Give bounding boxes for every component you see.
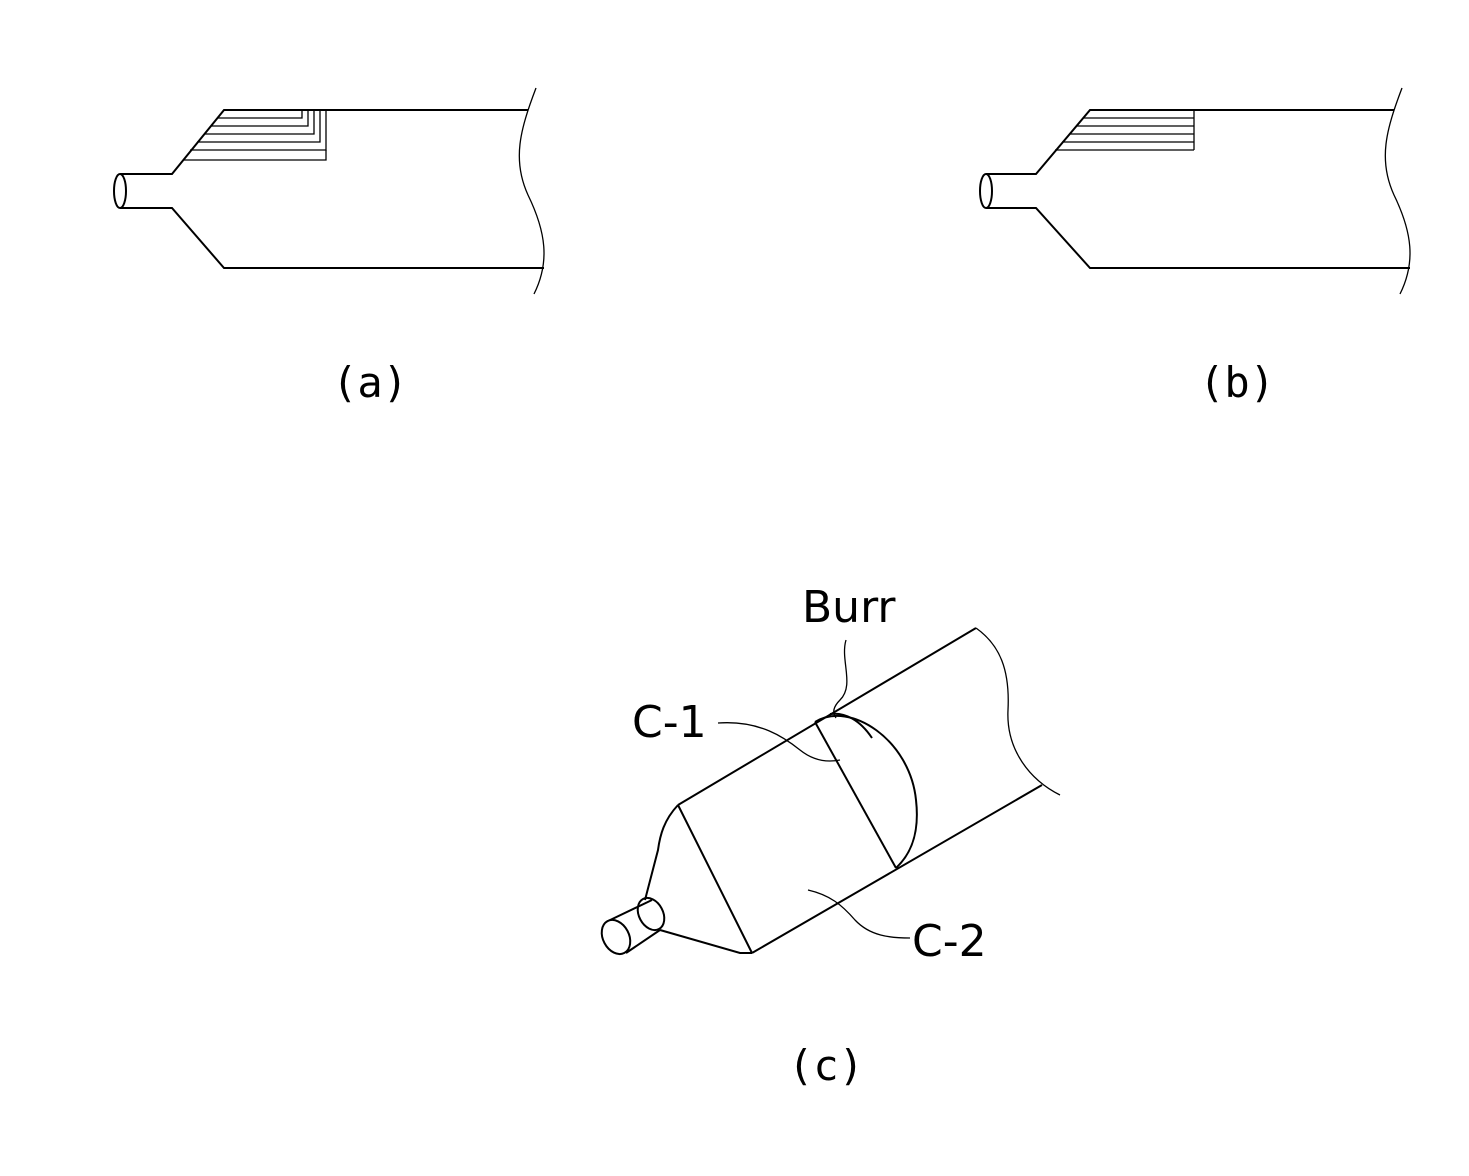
figure-b-break-line bbox=[1385, 88, 1410, 294]
figure-c-section-line bbox=[815, 722, 896, 868]
figure-c-caption: (c) bbox=[788, 1041, 864, 1090]
figure-a-shank-end bbox=[114, 174, 126, 208]
figure-c-c1-label: C-1 bbox=[632, 697, 707, 748]
figure-c-burr-label: Burr bbox=[802, 582, 896, 633]
figure-a: (a) bbox=[114, 88, 544, 407]
figure-b-coating-layers bbox=[1055, 110, 1194, 150]
figure-b: (b) bbox=[980, 88, 1410, 407]
figure-c: Burr C-1 C-2 (c) bbox=[596, 582, 1060, 1090]
figure-b-shank-end bbox=[980, 174, 992, 208]
figure-c-c2-leader bbox=[808, 890, 910, 938]
figure-c-break-line bbox=[976, 628, 1060, 795]
figure-a-break-line bbox=[519, 88, 544, 294]
figure-b-caption: (b) bbox=[1199, 358, 1275, 407]
figure-c-shank bbox=[596, 893, 670, 959]
figure-c-taper bbox=[645, 805, 752, 953]
figure-a-outline bbox=[120, 110, 544, 268]
figure-c-body-outline bbox=[678, 628, 1042, 953]
figure-a-caption: (a) bbox=[332, 358, 408, 407]
figure-c-c2-label: C-2 bbox=[912, 916, 987, 967]
figure-c-c1-leader bbox=[718, 723, 840, 761]
figure-c-burr-outline bbox=[815, 716, 917, 868]
figure-b-outline bbox=[986, 110, 1410, 268]
